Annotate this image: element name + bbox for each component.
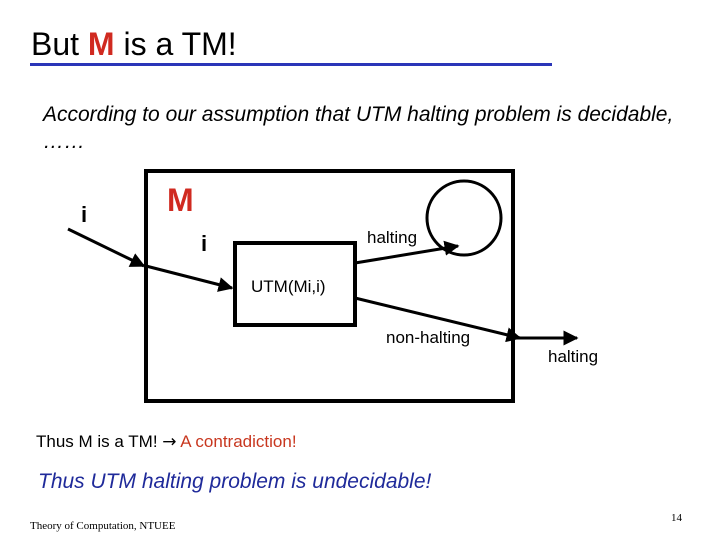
contradiction-lead: Thus M is a TM!: [36, 432, 163, 451]
outer-input-label: i: [81, 202, 87, 227]
outer-input-arrow: [67, 227, 146, 268]
contradiction-line: Thus M is a TM! → A contradiction!: [36, 432, 297, 452]
halting-label: halting: [367, 228, 417, 247]
title-prefix: But: [31, 26, 88, 62]
title-suffix: is a TM!: [114, 26, 237, 62]
utm-label: UTM(Mi,i): [251, 277, 326, 296]
slide-title: But M is a TM!: [31, 26, 237, 62]
halting-arrow: [354, 240, 460, 265]
output-halting-label: halting: [548, 347, 598, 366]
intro-text: According to our assumption that UTM hal…: [43, 103, 674, 153]
non-halting-arrow: [354, 296, 522, 343]
utm-box: [233, 241, 357, 327]
loop-state-circle: [425, 179, 503, 257]
non-halting-label: non-halting: [386, 328, 470, 347]
footer-course: Theory of Computation, NTUEE: [30, 520, 176, 532]
contradiction-highlight: A contradiction!: [176, 432, 297, 451]
title-underline: [30, 63, 552, 66]
conclusion-text: Thus UTM halting problem is undecidable!: [38, 470, 432, 493]
machine-m-box: [144, 169, 515, 403]
inner-input-label: i: [201, 231, 207, 256]
page-number: 14: [671, 512, 682, 524]
inner-input-arrow: [145, 264, 234, 292]
machine-m-label: M: [167, 182, 194, 218]
right-arrow-icon: →: [162, 432, 177, 452]
title-machine-m: M: [87, 26, 115, 62]
